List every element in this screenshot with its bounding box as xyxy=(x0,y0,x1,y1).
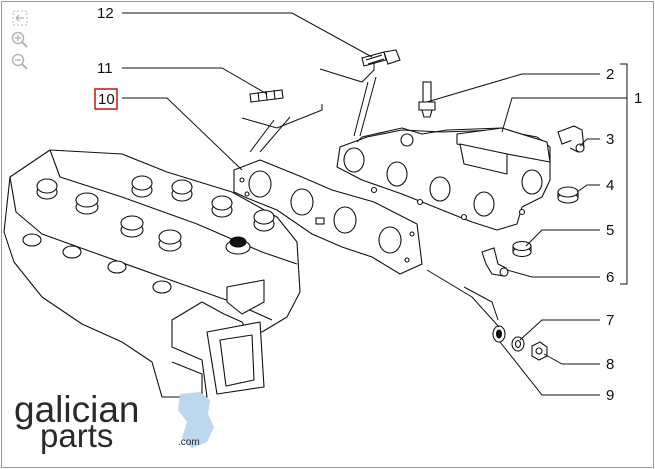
fit-view-icon[interactable] xyxy=(10,8,30,28)
sensor-part-2 xyxy=(418,81,436,118)
callout-8[interactable]: 8 xyxy=(606,356,614,373)
logo-line1: galician xyxy=(14,389,139,430)
logo-line2: parts xyxy=(40,417,113,454)
nut-part-8 xyxy=(531,341,548,361)
callout-11[interactable]: 11 xyxy=(97,60,113,77)
logo-suffix: .com xyxy=(178,437,200,448)
callout-6[interactable]: 6 xyxy=(606,269,614,286)
callout-3[interactable]: 3 xyxy=(606,131,614,148)
galicianparts-logo: galician parts .com xyxy=(14,389,214,454)
callout-4[interactable]: 4 xyxy=(606,177,614,194)
callout-1[interactable]: 1 xyxy=(634,90,642,107)
viewer-toolbar xyxy=(10,8,32,74)
callout-5[interactable]: 5 xyxy=(606,222,614,239)
lock-washer-part-7 xyxy=(511,336,525,352)
callout-2[interactable]: 2 xyxy=(606,66,614,83)
callout-9[interactable]: 9 xyxy=(606,387,614,404)
bolt-part-12 xyxy=(361,49,401,67)
zoom-in-icon[interactable] xyxy=(10,30,30,50)
exhaust-manifold-gasket xyxy=(233,159,423,275)
callout-7[interactable]: 7 xyxy=(606,312,614,329)
fitting-part-3 xyxy=(557,125,585,153)
washer-part-9 xyxy=(492,325,506,343)
callout-12[interactable]: 12 xyxy=(97,5,114,22)
leader-lines xyxy=(122,12,628,396)
cap-part-5 xyxy=(512,240,532,258)
engine-cylinder-head xyxy=(3,149,301,398)
exhaust-manifold xyxy=(336,127,551,231)
callout-10-selected-box xyxy=(94,88,118,110)
callouts: 12 11 10 2 1 3 4 5 6 7 8 9 xyxy=(94,5,642,404)
elbow-part-6 xyxy=(481,247,509,277)
zoom-out-icon[interactable] xyxy=(10,52,30,72)
logo-map-shape-icon xyxy=(178,392,214,448)
callout-10[interactable]: 10 xyxy=(98,91,115,108)
stud-part-11 xyxy=(249,89,284,103)
cap-part-4 xyxy=(557,186,579,204)
